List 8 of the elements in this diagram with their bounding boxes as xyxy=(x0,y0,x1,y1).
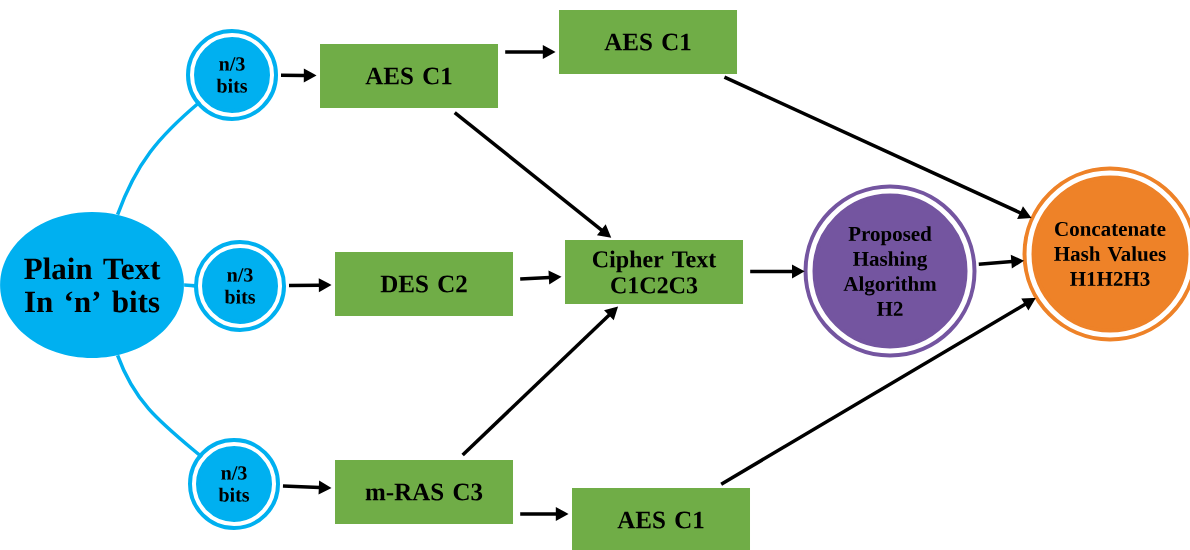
connector-line xyxy=(115,100,201,216)
cipher-box: AES C1 xyxy=(572,488,750,550)
cipher-box: m-RAS C3 xyxy=(335,460,513,524)
cipher-text-box: Cipher Text C1C2C3 xyxy=(565,240,743,304)
cipher-box: AES C1 xyxy=(320,44,498,108)
cipher-box: AES C1 xyxy=(559,10,737,74)
cipher-box: DES C2 xyxy=(335,252,513,316)
connector-line xyxy=(115,354,203,459)
